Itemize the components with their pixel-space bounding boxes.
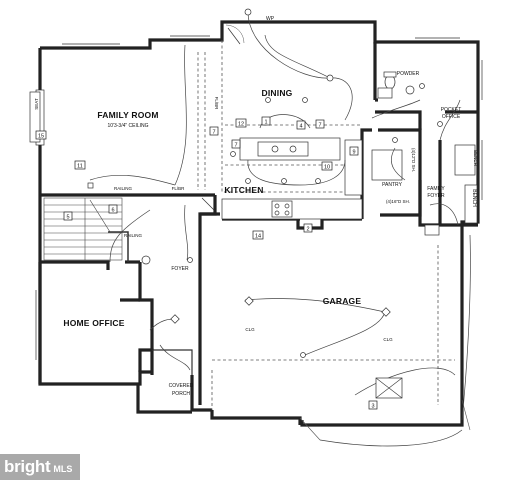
- label-family-room-ceiling: 10'3-3/4" CEILING: [107, 123, 148, 129]
- label-family-room: FAMILY ROOM: [97, 110, 158, 120]
- label-family-foyer-2: FOYER: [427, 193, 445, 199]
- callout-4: 4: [299, 124, 302, 130]
- label-side-bench: BENCH: [473, 150, 478, 166]
- label-pantry: PANTRY: [382, 182, 402, 188]
- callout-7b: 7: [318, 123, 321, 129]
- label-covered-porch-1: COVERED: [169, 383, 194, 389]
- label-clg-2: CLG: [383, 337, 393, 342]
- callout-6: 6: [111, 208, 114, 214]
- callout-1: 1: [264, 120, 267, 126]
- label-family-foyer-1: FAMILY: [427, 186, 445, 192]
- label-railing-1: RAILING: [114, 186, 133, 191]
- callout-11: 11: [77, 164, 83, 170]
- label-foyer: FOYER: [171, 266, 189, 272]
- label-dining: DINING: [262, 88, 293, 98]
- kitchen-fixtures: [221, 137, 403, 220]
- callout-14: 14: [255, 234, 261, 240]
- label-fl-br-1: FL/BR: [172, 186, 186, 191]
- watermark-suffix: MLS: [53, 464, 73, 474]
- annotations: WP RAILING RAILING FL/BR FL/BR CLG CLG (…: [34, 16, 478, 342]
- label-bench: BENCH: [471, 189, 477, 207]
- callout-7a: 7: [212, 130, 215, 136]
- bench-fixtures: [424, 144, 478, 236]
- garage-door-opener: [375, 377, 403, 399]
- powder-fixtures: [377, 71, 415, 99]
- label-railing-2: RAILING: [124, 233, 143, 238]
- interior-walls: [38, 42, 478, 405]
- callout-12: 12: [238, 122, 244, 128]
- label-home-office: HOME OFFICE: [63, 318, 124, 328]
- label-fl-br-2: FL/BR: [214, 97, 219, 111]
- callout-5: 5: [66, 215, 69, 221]
- label-shelf-1: (4)12"D SH.: [411, 148, 416, 172]
- exterior-walls: [38, 20, 480, 427]
- label-covered-porch-2: PORCH: [172, 391, 190, 397]
- label-garage: GARAGE: [323, 296, 362, 306]
- label-powder: POWDER: [397, 71, 420, 77]
- watermark-brand: bright: [4, 457, 51, 476]
- callout-3: 3: [371, 404, 374, 410]
- callout-boxes: 1 2 3 4 5 6 7 7 7 9 10 11 12 14 15: [35, 116, 378, 410]
- callout-7c: 7: [234, 143, 237, 149]
- label-kitchen: KITCHEN: [224, 185, 263, 195]
- electrical-wiring: [89, 11, 471, 447]
- label-pocket-office-1: POCKET: [441, 107, 462, 113]
- label-seat: SEAT: [34, 98, 39, 110]
- light-fixtures: [87, 8, 443, 358]
- label-wp: WP: [266, 16, 275, 22]
- callout-2: 2: [306, 227, 309, 233]
- label-clg-1: CLG: [245, 327, 255, 332]
- callout-9: 9: [352, 150, 355, 156]
- label-shelf-2: (4)16"D SH.: [386, 199, 410, 204]
- label-pocket-office-2: OFFICE: [442, 114, 461, 120]
- callout-10: 10: [324, 165, 330, 171]
- brightmls-watermark: bright MLS: [0, 454, 80, 480]
- callout-15: 15: [38, 134, 44, 140]
- dashed-lines: [197, 40, 455, 410]
- room-labels: FAMILY ROOM 10'3-3/4" CEILING DINING KIT…: [63, 71, 477, 397]
